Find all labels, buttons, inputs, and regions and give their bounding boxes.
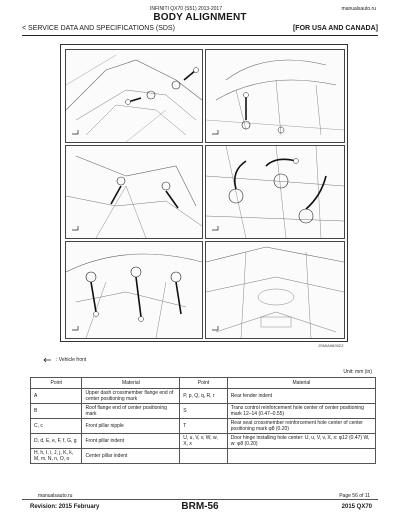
figure-code: JSMIA9605ZZ [318, 343, 344, 348]
footer-page-count: Page 56 of 11 [339, 493, 370, 499]
table-header-row: Point Material Point Material [29, 377, 377, 389]
table-cell: A [29, 388, 83, 404]
table-row: C, c Front pillar nipple T Rear seat cro… [29, 418, 377, 434]
table-row: A Upper dash crossmember flange end of c… [29, 388, 377, 404]
panel-drawing [66, 253, 202, 338]
figure-panel-rear-floor [205, 241, 345, 339]
header-divider [22, 35, 378, 36]
table-row: H, h, I, i, J, j, K, k, M, m, N, n, O, o… [29, 448, 377, 464]
table-cell: Door hinge installing hole center: U, u,… [226, 433, 377, 449]
column-header: Point [29, 377, 83, 389]
measurement-points-table: Point Material Point Material A Upper da… [29, 377, 377, 464]
panel-drawing [66, 155, 202, 238]
figure-legend: : Vehicle front [42, 357, 86, 363]
table-cell: Rear fender indent [226, 388, 377, 404]
panel-drawing [206, 246, 344, 338]
table-cell: Roof flange end of center positioning ma… [81, 403, 181, 419]
column-header: Material [81, 377, 181, 389]
column-header: Point [179, 377, 228, 389]
table-unit: Unit: mm (in) [343, 369, 372, 375]
panel-drawing [206, 146, 344, 238]
model-line: INFINITI QX70 (S51) 2013-2017 [150, 6, 222, 12]
table-cell: Center pillar indent [81, 448, 181, 464]
table-cell: C, c [29, 418, 83, 434]
table-cell: Upper dash crossmember flange end of cen… [81, 388, 181, 404]
region-label: [FOR USA AND CANADA] [292, 25, 378, 32]
table-cell: Front pillar nipple [81, 418, 181, 434]
table-row: B Roof flange end of center positioning … [29, 403, 377, 419]
footer-divider [22, 499, 378, 500]
column-header: Material [226, 377, 377, 389]
table-cell: U, u, V, v, W, w, X, x [179, 433, 228, 449]
figure-panel-center-pillar [205, 145, 345, 239]
footer-model: 2015 QX70 [341, 504, 372, 510]
table-cell: Trans control reinforcement hole center … [226, 403, 377, 419]
table-cell: P, p, Q, q, R, r [179, 388, 228, 404]
table-row: D, d, E, e, F, f, G, g Front pillar inde… [29, 433, 377, 449]
header-site: manualsauto.ru [341, 6, 376, 12]
legend-text: : Vehicle front [56, 357, 87, 363]
panel-drawing [66, 54, 202, 142]
figure-panel-front-pillar [65, 145, 203, 239]
table-cell [226, 448, 377, 464]
vehicle-front-arrow-icon [43, 357, 51, 363]
table-cell: Front pillar indent [81, 433, 181, 449]
footer-page-code: BRM-56 [181, 501, 219, 512]
footer-revision: Revision: 2015 February [30, 504, 100, 510]
table-cell [179, 448, 228, 464]
page-title: BODY ALIGNMENT [153, 12, 247, 23]
body-alignment-figure [60, 44, 348, 342]
table-cell: Rear seat crossmember reinforcement hole… [226, 418, 377, 434]
table-cell: T [179, 418, 228, 434]
figure-panel-rear-fender [65, 241, 203, 339]
table-cell: D, d, E, e, F, f, G, g [29, 433, 83, 449]
table-cell: B [29, 403, 83, 419]
figure-panel-front-upper-left [65, 49, 203, 143]
table-cell: H, h, I, i, J, j, K, k, M, m, N, n, O, o [29, 448, 83, 464]
figure-panel-roof-front [205, 49, 345, 143]
table-cell: S [179, 403, 228, 419]
section-breadcrumb[interactable]: < SERVICE DATA AND SPECIFICATIONS (SDS) [22, 25, 175, 32]
footer-site: manualsauto.ru [38, 493, 73, 499]
panel-drawing [206, 59, 344, 136]
